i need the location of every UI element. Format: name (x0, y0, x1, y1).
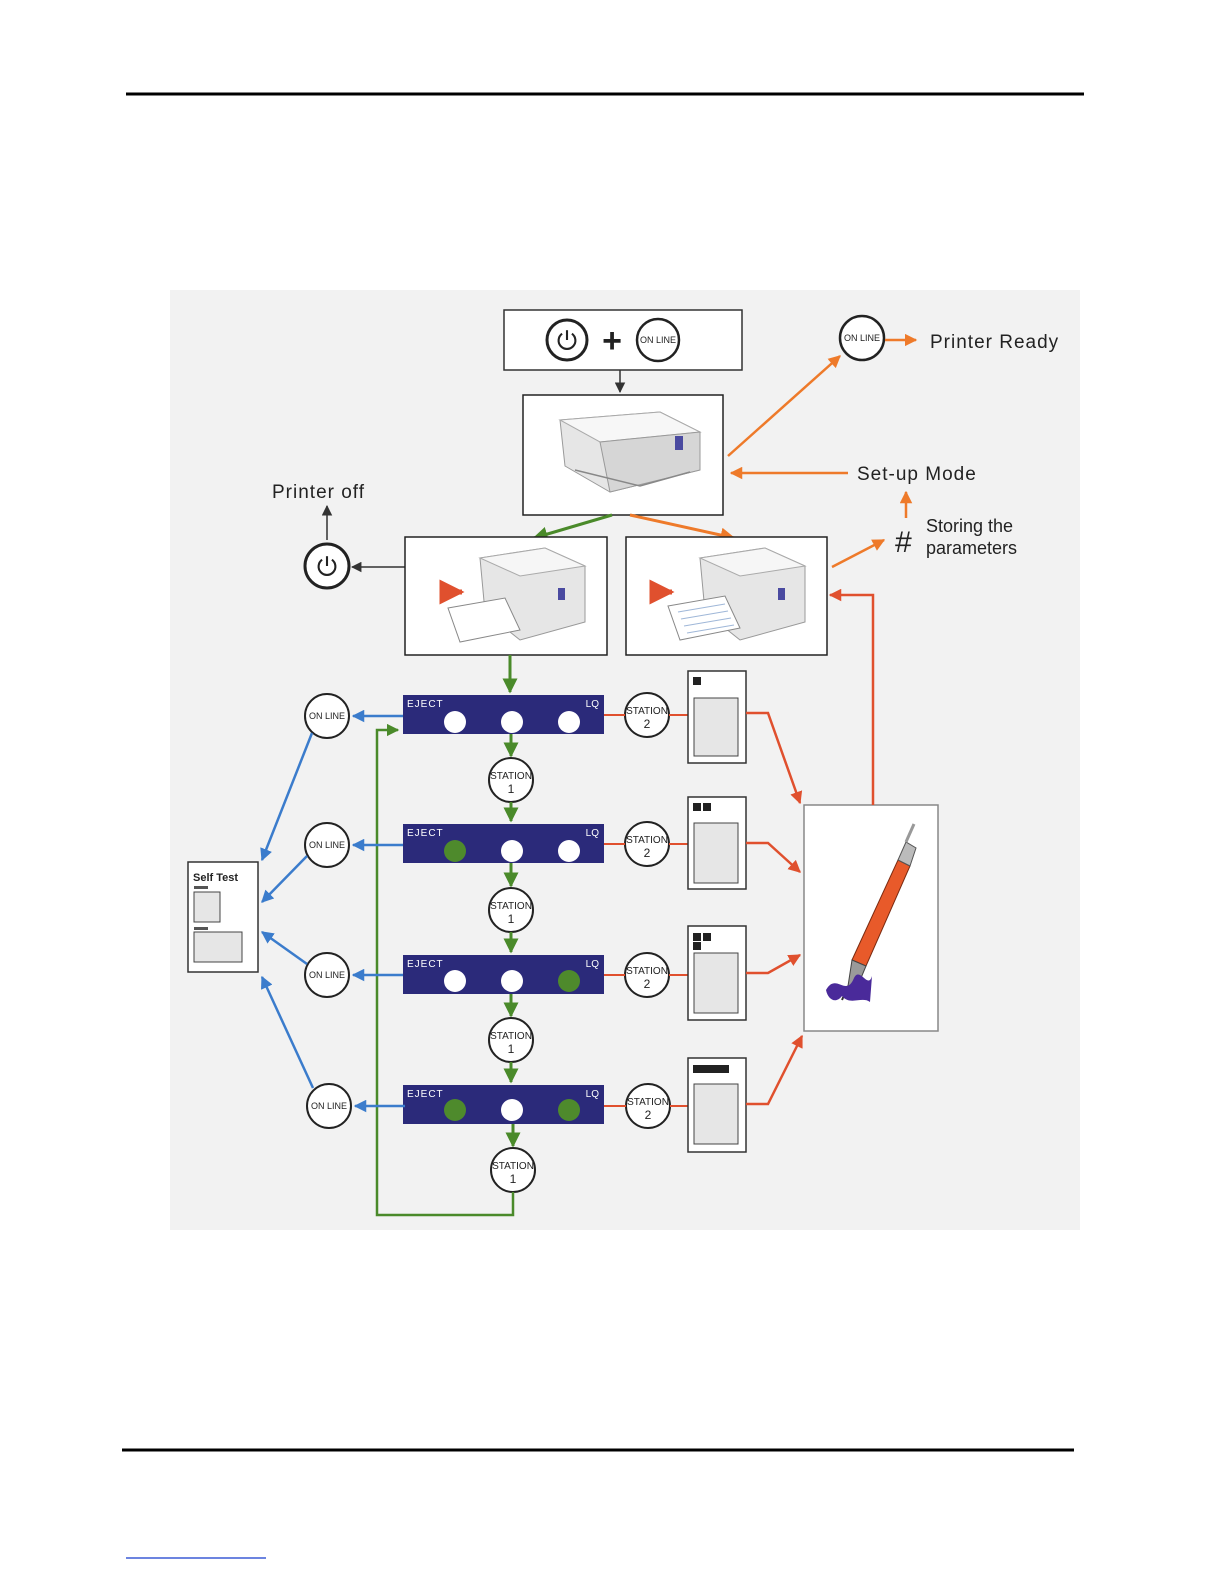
online-button-row2[interactable]: ON LINE (305, 823, 349, 867)
self-test-title: Self Test (193, 872, 238, 884)
power-button[interactable] (547, 320, 587, 360)
station1-button-b[interactable]: STATION 1 (489, 888, 533, 932)
storing-parameters-line2: parameters (926, 538, 1017, 558)
svg-text:STATION: STATION (492, 1161, 534, 1172)
hash-symbol: # (895, 526, 912, 559)
led-eject[interactable] (444, 970, 466, 992)
svg-text:STATION: STATION (627, 1097, 669, 1108)
control-panel-4: EJECT LQ (403, 1085, 604, 1124)
svg-text:STATION: STATION (490, 771, 532, 782)
svg-text:2: 2 (645, 1108, 652, 1122)
lq-label: LQ (586, 1089, 600, 1100)
svg-text:ON LINE: ON LINE (309, 840, 345, 850)
control-panel-2: EJECT LQ (403, 824, 604, 863)
svg-text:ON LINE: ON LINE (309, 970, 345, 980)
led-center[interactable] (501, 970, 523, 992)
led-lq[interactable] (558, 970, 580, 992)
svg-text:STATION: STATION (626, 966, 668, 977)
station2-button-row3[interactable]: STATION 2 (625, 953, 669, 997)
eject-label: EJECT (407, 959, 444, 970)
station1-button-c[interactable]: STATION 1 (489, 1018, 533, 1062)
pen-signature-box (804, 805, 938, 1031)
storing-parameters-line1: Storing the (926, 516, 1013, 536)
self-test-document: Self Test (188, 862, 258, 972)
online-button-row4[interactable]: ON LINE (307, 1084, 351, 1128)
control-panel-3: EJECT LQ (403, 955, 604, 994)
passbook-page-4 (688, 1058, 746, 1152)
control-panel-1: EJECT LQ (403, 695, 604, 734)
svg-text:ON LINE: ON LINE (844, 333, 880, 343)
printer-ready-label: Printer Ready (930, 332, 1059, 353)
svg-text:1: 1 (508, 782, 515, 796)
eject-label: EJECT (407, 828, 444, 839)
printer-main-box (523, 395, 723, 515)
svg-text:2: 2 (644, 846, 651, 860)
svg-text:STATION: STATION (626, 706, 668, 717)
led-eject[interactable] (444, 1099, 466, 1121)
sheet-printer-box (405, 537, 607, 655)
eject-label: EJECT (407, 699, 444, 710)
station2-button-row4[interactable]: STATION 2 (626, 1084, 670, 1128)
led-center[interactable] (501, 711, 523, 733)
power-online-combo-box: + ON LINE (504, 310, 742, 370)
svg-text:STATION: STATION (626, 835, 668, 846)
svg-text:2: 2 (644, 977, 651, 991)
lq-label: LQ (586, 699, 600, 710)
svg-text:1: 1 (510, 1172, 517, 1186)
svg-text:ON LINE: ON LINE (309, 711, 345, 721)
station1-button-a[interactable]: STATION 1 (489, 758, 533, 802)
led-lq[interactable] (558, 840, 580, 862)
svg-text:STATION: STATION (490, 901, 532, 912)
eject-label: EJECT (407, 1089, 444, 1100)
svg-text:STATION: STATION (490, 1031, 532, 1042)
online-button-row3[interactable]: ON LINE (305, 953, 349, 997)
passbook-page-1 (688, 671, 746, 763)
power-button-off[interactable] (305, 544, 349, 588)
led-center[interactable] (501, 1099, 523, 1121)
led-eject[interactable] (444, 711, 466, 733)
lq-label: LQ (586, 959, 600, 970)
led-lq[interactable] (558, 711, 580, 733)
svg-text:ON LINE: ON LINE (640, 335, 676, 345)
printer-off-label: Printer off (272, 482, 365, 503)
station1-button-d[interactable]: STATION 1 (491, 1148, 535, 1192)
svg-text:1: 1 (508, 1042, 515, 1056)
lq-label: LQ (586, 828, 600, 839)
svg-text:1: 1 (508, 912, 515, 926)
passbook-printer-box (626, 537, 827, 655)
setup-mode-label: Set-up Mode (857, 464, 977, 485)
online-button-row1[interactable]: ON LINE (305, 694, 349, 738)
led-eject[interactable] (444, 840, 466, 862)
plus-sign: + (602, 322, 622, 360)
station2-button-row2[interactable]: STATION 2 (625, 822, 669, 866)
svg-text:2: 2 (644, 717, 651, 731)
online-button-ready[interactable]: ON LINE (840, 316, 884, 360)
led-center[interactable] (501, 840, 523, 862)
station2-button-row1[interactable]: STATION 2 (625, 693, 669, 737)
svg-text:ON LINE: ON LINE (311, 1101, 347, 1111)
passbook-page-2 (688, 797, 746, 889)
led-lq[interactable] (558, 1099, 580, 1121)
online-button-top[interactable]: ON LINE (637, 319, 679, 361)
passbook-page-3 (688, 926, 746, 1020)
